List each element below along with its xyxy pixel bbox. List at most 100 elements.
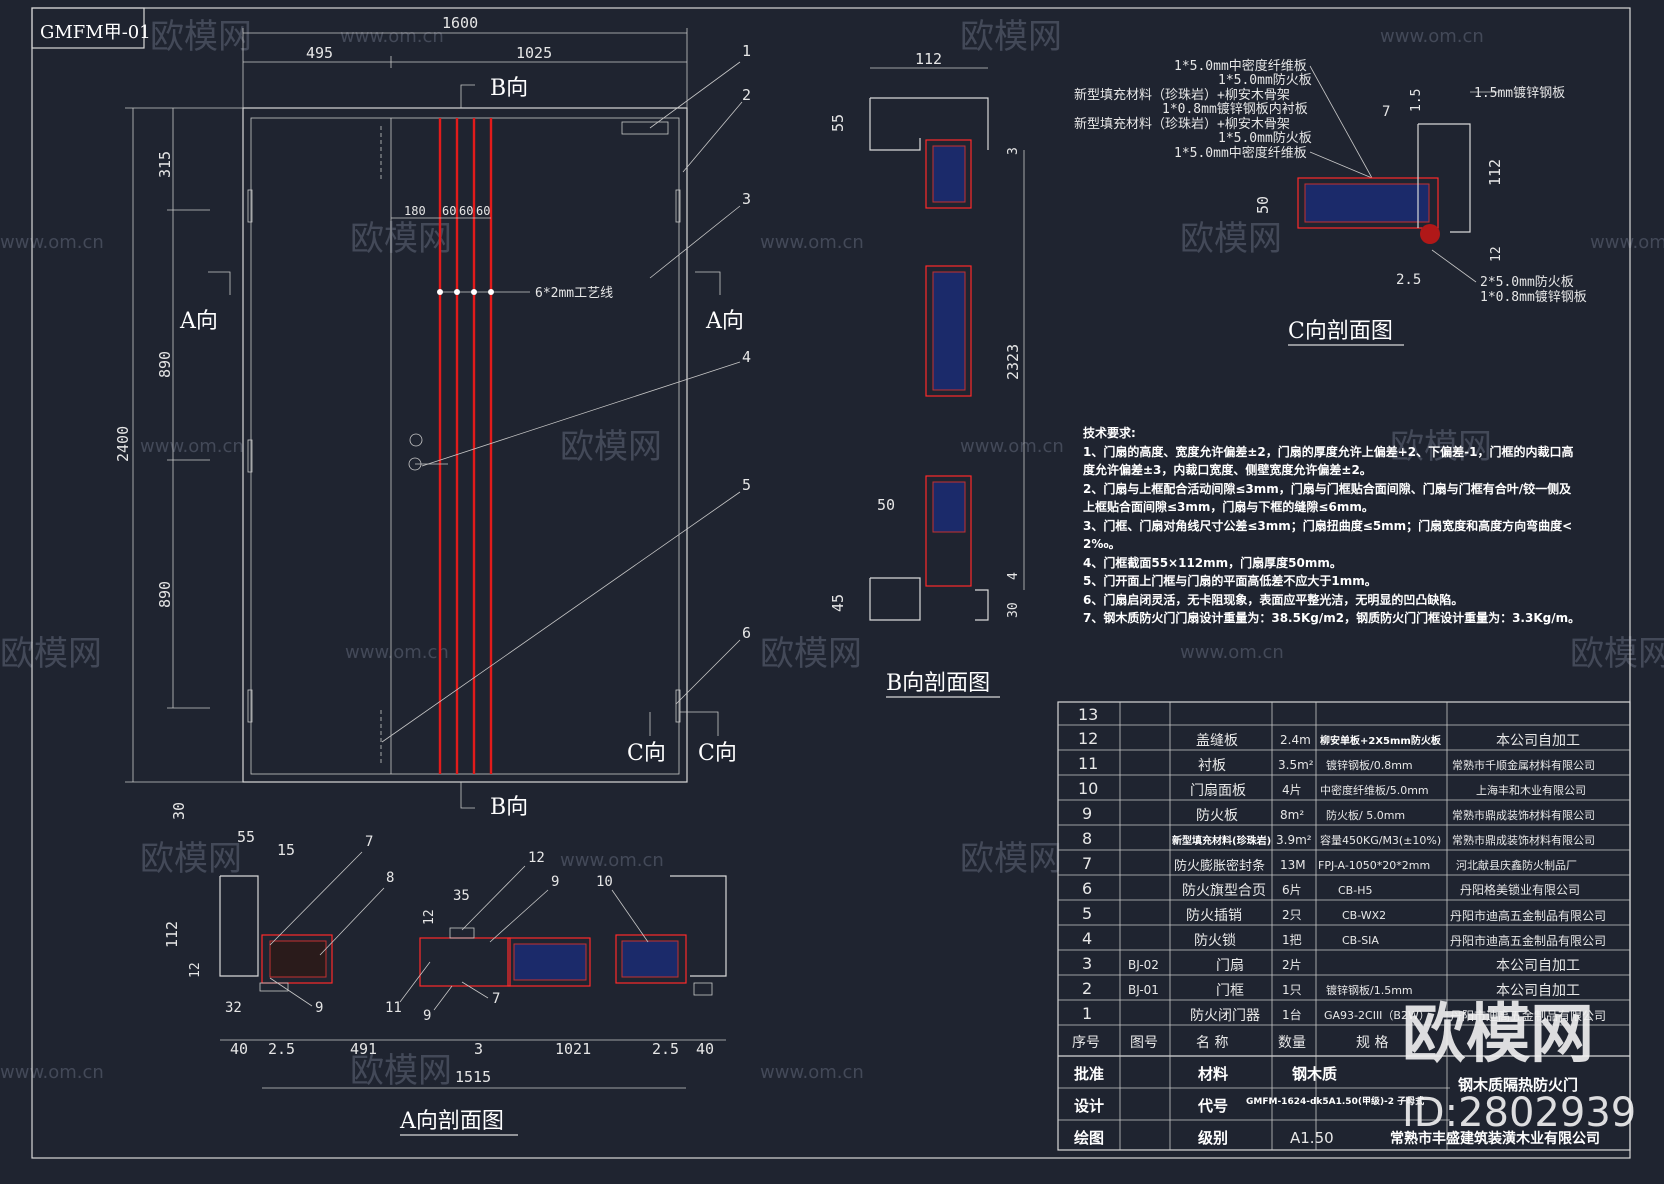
b-dim-4: 4 (1006, 572, 1021, 580)
hinge (675, 689, 681, 723)
a-leaf-core (513, 943, 587, 981)
b-leaf-top (925, 139, 972, 209)
a-dim-12: 12 (188, 962, 203, 978)
watermark-url: www.om.cn (760, 232, 864, 253)
bom-cell: 11 (1078, 754, 1098, 773)
bom-cell: 常熟市鼎成装饰材料有限公司 (1452, 833, 1595, 847)
b-frame-top (869, 98, 921, 151)
footer-material-label: 材料 (1198, 1065, 1228, 1083)
bom-cell: 防火闭门器 (1190, 1008, 1260, 1024)
c-note-leader (1431, 249, 1477, 283)
b-dim-3: 3 (1006, 147, 1021, 155)
bom-cell: 上海丰和木业有限公司 (1476, 783, 1586, 797)
dir-b-bottom: B向 (490, 795, 528, 820)
bom-cell: 镀锌钢板/0.8mm (1326, 758, 1413, 772)
b-frame-bottom (869, 577, 921, 621)
dir-a-left: A向 (179, 309, 218, 334)
bom-header-cell: 规 格 (1356, 1035, 1388, 1051)
a-dim-3: 3 (474, 1040, 483, 1058)
bom-cell: 6片 (1282, 883, 1302, 897)
watermark-brand-large: 欧模网 (1402, 998, 1594, 1072)
door-frame (242, 107, 688, 783)
section-b-title: B向剖面图 (886, 671, 990, 696)
dim-height-bottom: 30 (170, 802, 188, 820)
watermark-brand: 欧模网 (1570, 634, 1664, 674)
b-leaf-core (932, 271, 966, 391)
bom-cell: 本公司自加工 (1496, 983, 1580, 999)
a-cover-strip (449, 927, 475, 939)
watermark-brand: 欧模网 (960, 839, 1062, 879)
footer-draw: 绘图 (1074, 1129, 1104, 1147)
section-a[interactable]: 55 15 112 12 32 7 8 9 35 12 12 9 11 9 7 … (163, 828, 727, 1136)
section-c-title: C向剖面图 (1288, 319, 1393, 344)
a-leaf-left (261, 934, 333, 984)
tech-line: 5、门开面上门框与门扇的平面高低差不应大于1mm。 (1083, 573, 1377, 588)
tech-line: 6、门扇启闭灵活，无卡阻现象，表面应平整光洁，无明显的凹凸缺陷。 (1083, 592, 1463, 607)
b-layer-4: 1*0.8mm镀锌钢板内衬板 (1162, 101, 1308, 117)
bom-cell: 盖缝板 (1196, 733, 1238, 749)
section-a-title: A向剖面图 (399, 1109, 504, 1134)
callout-leader (269, 851, 363, 946)
bom-cell: CB-WX2 (1342, 909, 1386, 922)
callout-leader (381, 491, 741, 743)
dir-a-right-marker (695, 271, 721, 295)
bom-footer: 批准 材料 钢木质 设计 代号 GMFM-1624-dk5A1.50(甲级)-2… (1074, 1065, 1600, 1147)
footer-company: 常熟市丰盛建筑装潢木业有限公司 (1390, 1130, 1600, 1147)
section-b[interactable]: 112 55 3 2323 50 45 4 30 B向剖面图 (829, 50, 1025, 698)
bom-cell: 8 (1082, 829, 1092, 848)
callout-leader (649, 61, 741, 129)
footer-level-label: 级别 (1198, 1129, 1228, 1147)
bom-table[interactable]: 13 12 盖缝板 2.4m 柳安单板+2X5mm防火板 本公司自加工 11 衬… (1057, 701, 1631, 1151)
dim-width-right: 1025 (516, 44, 552, 62)
bom-rows: 13 12 盖缝板 2.4m 柳安单板+2X5mm防火板 本公司自加工 11 衬… (1078, 705, 1606, 1024)
footer-level-value: A1.50 (1290, 1129, 1334, 1147)
a-frame-right (670, 875, 727, 977)
b-dim-112: 112 (915, 50, 942, 68)
b-layer-2: 1*5.0mm防火板 (1218, 72, 1312, 88)
watermark-url: www.om.cn (345, 642, 449, 663)
bom-cell: 丹阳格美锁业有限公司 (1460, 882, 1580, 897)
bom-cell: 13M (1280, 858, 1306, 872)
a-dim-491: 491 (350, 1040, 377, 1058)
tech-line: 4、门框截面55×112mm，门扇厚度50mm。 (1083, 555, 1342, 570)
a-dim-40b: 40 (696, 1040, 714, 1058)
hinge (247, 689, 253, 723)
bom-cell: 13 (1078, 705, 1098, 724)
tech-title: 技术要求: (1083, 425, 1136, 440)
bom-cell: 防火膨胀密封条 (1174, 858, 1265, 874)
a-hinge (693, 982, 713, 996)
bom-header-cell: 序号 (1072, 1035, 1100, 1051)
dir-c-right: C向 (698, 741, 737, 766)
bom-header-cell: 数量 (1278, 1035, 1306, 1051)
dim-height-top: 315 (156, 151, 174, 178)
dim-height-low: 890 (156, 581, 174, 608)
watermark-url: www.om.cn (1590, 232, 1664, 253)
bom-cell: 河北献县庆鑫防火制品厂 (1456, 858, 1577, 872)
a-callout-8: 8 (386, 870, 394, 886)
bom-cell: 防火插销 (1186, 908, 1242, 924)
watermark-url: www.om.cn (1380, 26, 1484, 47)
watermark-url: www.om.cn (340, 26, 444, 47)
callout-leader (461, 981, 489, 999)
b-frame-bottom (975, 589, 989, 621)
stripe-marker (454, 289, 460, 295)
callout-3: 3 (742, 190, 751, 208)
bom-cell: 本公司自加工 (1496, 733, 1580, 749)
callout-leader (319, 887, 385, 956)
b-frame-top (870, 97, 989, 150)
bom-cell: 12 (1078, 729, 1098, 748)
section-c[interactable]: 1*5.0mm中密度纤维板 1*5.0mm防火板 新型填充材料（珍珠岩）+柳安木… (1074, 58, 1587, 346)
a-leaf-core (269, 940, 327, 978)
bom-cell: 容量450KG/M3(±10%) (1320, 833, 1441, 847)
bom-cell: 1只 (1282, 983, 1302, 997)
b-leaf-core (932, 481, 966, 533)
stripe-marker (471, 289, 477, 295)
callout-leader (433, 985, 453, 1011)
front-elevation[interactable]: 6*2mm工艺线 1600 495 1025 2400 315 890 (114, 14, 751, 820)
dim-width-left: 495 (306, 44, 333, 62)
callout-6: 6 (742, 624, 751, 642)
hinge (675, 189, 681, 223)
c-leaf-core (1304, 183, 1430, 223)
